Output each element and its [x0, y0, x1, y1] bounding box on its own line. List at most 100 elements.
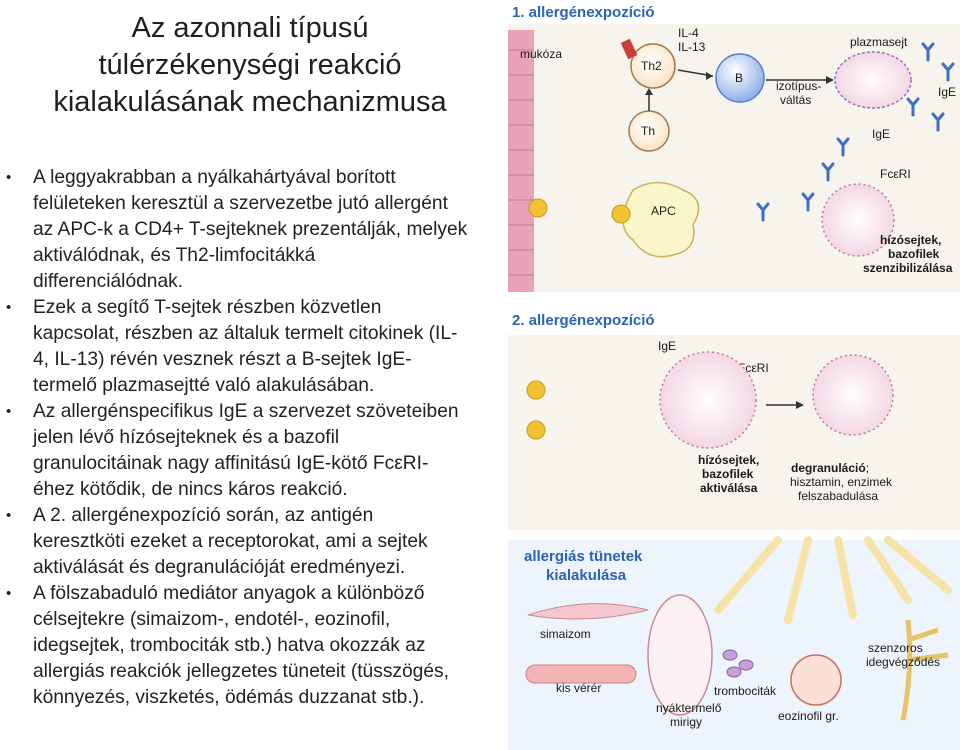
bullet-line: termelő plazmasejtté való alakulásában. [33, 375, 375, 396]
th-label: Th [641, 124, 655, 138]
mast-cell-2 [659, 351, 757, 449]
mucous-gland [647, 594, 713, 716]
bullet-line: keresztköti ezeket a receptorokat, ami a… [33, 531, 428, 552]
title-line: Az azonnali típusú [131, 12, 369, 44]
szenz-label-2: bazofilek [888, 247, 940, 261]
section2-title: 2. allergénexpozíció [512, 312, 655, 329]
plasma-label: plazmasejt [850, 35, 908, 49]
bullet-line: jelen lévő hízósejteknek és a bazofil [33, 427, 340, 448]
mechanism-figure: 1. allergénexpozíció mukóza Th2 IL-4 IL-… [508, 0, 960, 750]
degran-label-2: hisztamin, enzimek [790, 475, 893, 489]
section3-panel [508, 540, 960, 750]
bullet-line: felületeken keresztül a szervezetbe jutó… [33, 193, 448, 214]
arrowhead-icon [796, 401, 804, 409]
bullet-line: könnyezés, viszketés, ödémás duzzanat st… [33, 687, 425, 708]
bullet-line: Ezek a segítő T-sejtek részben közvetlen [33, 297, 382, 318]
izotipus-label-1: izotípus- [776, 79, 821, 93]
mast-cell-degranulating [812, 354, 894, 436]
allergen-icon [611, 204, 631, 224]
apc-label: APC [651, 204, 676, 218]
title-line: kialakulásának mechanizmusa [53, 86, 447, 118]
title-line: túlérzékenységi reakció [98, 49, 402, 81]
degran-semicolon: ; [866, 461, 869, 475]
section1-title: 1. allergénexpozíció [512, 4, 655, 21]
bullet-line: 4, IL-13) révén vesznek részt a B-sejtek… [33, 349, 412, 370]
tromb-label: trombociták [714, 684, 777, 698]
il4-label: IL-4 [678, 26, 699, 40]
nyak-label-1: nyáktermelő [656, 701, 722, 715]
bullet-line: granulocitáinak nagy affinitású IgE-kötő… [33, 453, 429, 474]
il13-label: IL-13 [678, 40, 706, 54]
bullet-list: • A leggyakrabban a nyálkahártyával borít… [6, 165, 496, 711]
mucosa-cells [508, 49, 534, 276]
section3-title-2: kialakulása [546, 567, 627, 584]
szenz-label-1: hízósejtek, [880, 233, 941, 247]
allergen-icon [526, 420, 546, 440]
akt-label-1: hízósejtek, [698, 453, 759, 467]
eozinofil-label: eozinofil gr. [778, 709, 839, 723]
plasma-cell [834, 51, 912, 109]
bullet-item: • Ezek a segítő T-sejtek részben közvetle… [6, 295, 496, 399]
nyak-label-2: mirigy [670, 715, 702, 729]
th2-cell [630, 43, 676, 89]
ige-label-lower: IgE [872, 127, 890, 141]
ige-label-2: IgE [658, 339, 676, 353]
mucosa-membrane [508, 30, 534, 292]
simaizom-label: simaizom [540, 627, 591, 641]
degran-label-3: felszabadulása [798, 489, 878, 503]
bullet-line: idegsejtek, trombociták stb.) hatva okoz… [33, 635, 426, 656]
allergen-icon [528, 198, 548, 218]
mediator-rays [714, 536, 952, 624]
degran-label-1: degranuláció; [791, 461, 869, 475]
arrowhead-icon [645, 88, 653, 95]
bullet-item: • A 2. allergénexpozíció során, az antigé… [6, 503, 496, 581]
bullet-dot-icon: • [6, 507, 12, 524]
apc-cell [622, 181, 700, 258]
ige-label-right: IgE [938, 85, 956, 99]
sensory-nerve [900, 619, 949, 721]
fceri-label-1: FcεRI [880, 167, 911, 181]
ige-antibodies [756, 42, 955, 222]
slide-title: Az azonnali típusú túlérzékenységi reakc… [20, 10, 480, 121]
szenz-ideg-label-1: szenzoros [868, 641, 923, 655]
section3-title-1: allergiás tünetek [524, 548, 643, 565]
platelets [722, 649, 754, 678]
bullet-line: célsejtekre (simaizom-, endotél-, eozino… [33, 609, 391, 630]
izotipus-label-2: váltás [780, 93, 811, 107]
bullet-line: az APC-k a CD4+ T-sejteknek prezentálják… [33, 219, 468, 240]
akt-label-3: aktiválása [700, 481, 758, 495]
bullet-item: • A fölszabaduló mediátor anyagok a külön… [6, 581, 496, 711]
smooth-muscle-cell [527, 603, 649, 620]
eosinophil [790, 654, 842, 706]
bullet-item: • A leggyakrabban a nyálkahártyával borít… [6, 165, 496, 295]
figure-svg: 1. allergénexpozíció mukóza Th2 IL-4 IL-… [508, 4, 960, 750]
bullet-line: A leggyakrabban a nyálkahártyával boríto… [33, 167, 396, 188]
arrowhead-icon [826, 76, 834, 84]
bullet-dot-icon: • [6, 403, 12, 420]
bullet-line: éhez kötődik, de nincs káros reakció. [33, 479, 348, 500]
bullet-line: A 2. allergénexpozíció során, az antigén [33, 505, 374, 526]
b-cell [715, 53, 765, 103]
arrowhead-icon [706, 72, 713, 80]
allergen-icon [526, 380, 546, 400]
bullet-line: differenciálódnak. [33, 271, 184, 292]
bullet-line: A fölszabaduló mediátor anyagok a különb… [33, 583, 425, 604]
tcr-receptor-icon [620, 38, 638, 60]
mast-cell-1 [821, 183, 895, 257]
bullet-line: kapcsolat, részben az általuk termelt ci… [33, 323, 458, 344]
b-cell-label: B [735, 71, 743, 85]
bullet-dot-icon: • [6, 169, 12, 186]
bullet-dot-icon: • [6, 585, 12, 602]
bullet-dot-icon: • [6, 299, 12, 316]
small-vessel [525, 664, 637, 684]
mucosa-label: mukóza [520, 47, 562, 61]
th2-label: Th2 [641, 59, 662, 73]
szenz-ideg-label-2: idegvégződés [866, 655, 940, 669]
bullet-line: aktiválódnak, és Th2-limfocitákká [33, 245, 316, 266]
bullet-item: • Az allergénspecifikus IgE a szervezet s… [6, 399, 496, 503]
akt-label-2: bazofilek [702, 467, 754, 481]
bullet-line: aktiválását és degranulációját eredménye… [33, 557, 406, 578]
kis-ver-label: kis vérér [556, 681, 601, 695]
bullet-line: Az allergénspecifikus IgE a szervezet sz… [33, 401, 459, 422]
bullet-line: allergiás reakciók jellegzetes tüneteit … [33, 661, 449, 682]
